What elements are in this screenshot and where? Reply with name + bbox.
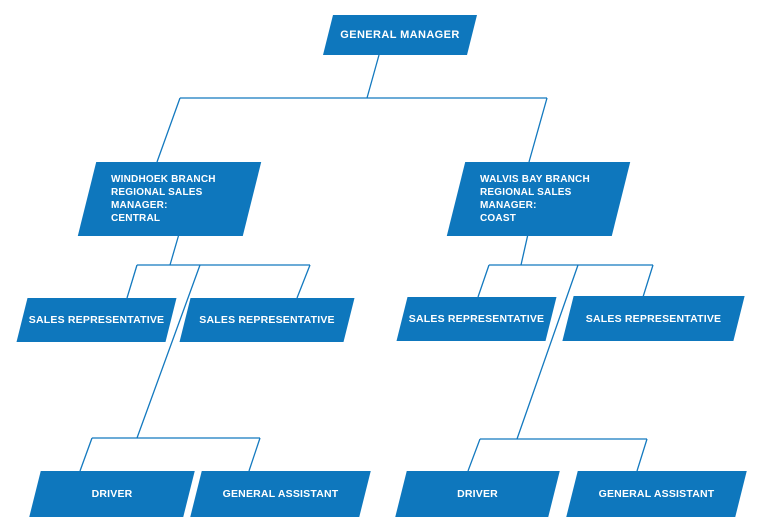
connector-windhoek-drop (169, 233, 180, 266)
connector-walvis-to-salesrep1 (477, 264, 490, 298)
node-walvis-bay-branch-manager: WALVIS BAY BRANCH REGIONAL SALES MANAGER… (456, 162, 621, 236)
connector-windhoek-long-drop (136, 264, 201, 439)
connector-windhoek-to-assistant (248, 437, 261, 472)
node-label-line: WINDHOEK BRANCH (111, 174, 216, 185)
node-label: SALES REPRESENTATIVE (199, 314, 335, 326)
node-label: GENERAL ASSISTANT (598, 488, 715, 500)
connector-gm-drop (366, 54, 380, 99)
node-sales-representative-central-1: SALES REPRESENTATIVE (22, 298, 171, 342)
node-label-line: REGIONAL SALES MANAGER: (111, 187, 203, 211)
node-label: SALES REPRESENTATIVE (408, 313, 545, 325)
node-label: DRIVER (457, 488, 498, 500)
node-driver-central: DRIVER (35, 471, 189, 517)
node-label-line: REGIONAL SALES MANAGER: (480, 187, 572, 211)
connector-windhoek-to-salesrep1 (126, 264, 138, 299)
node-general-assistant-central: GENERAL ASSISTANT (196, 471, 365, 517)
node-label-line: WALVIS BAY BRANCH (480, 174, 590, 185)
node-sales-representative-coast-2: SALES REPRESENTATIVE (568, 296, 739, 341)
node-general-manager: GENERAL MANAGER (328, 15, 472, 55)
connector-windhoek-to-driver (79, 437, 93, 472)
node-label: SALES REPRESENTATIVE (28, 314, 165, 326)
connector-walvis-long-drop (516, 264, 579, 440)
connector-gm-to-windhoek (156, 97, 181, 163)
connector-walvis-to-assistant (636, 438, 648, 472)
node-label: GENERAL ASSISTANT (222, 488, 339, 500)
connector-walvis-to-driver (467, 438, 481, 472)
node-windhoek-branch-manager: WINDHOEK BRANCH REGIONAL SALES MANAGER: … (87, 162, 252, 236)
connector-windhoek-to-salesrep2 (296, 264, 311, 299)
node-label: DRIVER (91, 488, 133, 500)
node-sales-representative-central-2: SALES REPRESENTATIVE (185, 298, 349, 342)
connector-gm-to-walvis (528, 97, 548, 163)
node-driver-coast: DRIVER (401, 471, 554, 517)
node-label: GENERAL MANAGER (340, 29, 460, 41)
connector-walvis-to-salesrep2 (642, 264, 654, 298)
node-sales-representative-coast-1: SALES REPRESENTATIVE (402, 297, 551, 341)
connector-walvis-drop (520, 233, 529, 266)
node-general-assistant-coast: GENERAL ASSISTANT (572, 471, 741, 517)
node-label: SALES REPRESENTATIVE (585, 312, 722, 325)
node-label-line: CENTRAL (111, 213, 161, 224)
node-label-line: COAST (480, 213, 516, 224)
